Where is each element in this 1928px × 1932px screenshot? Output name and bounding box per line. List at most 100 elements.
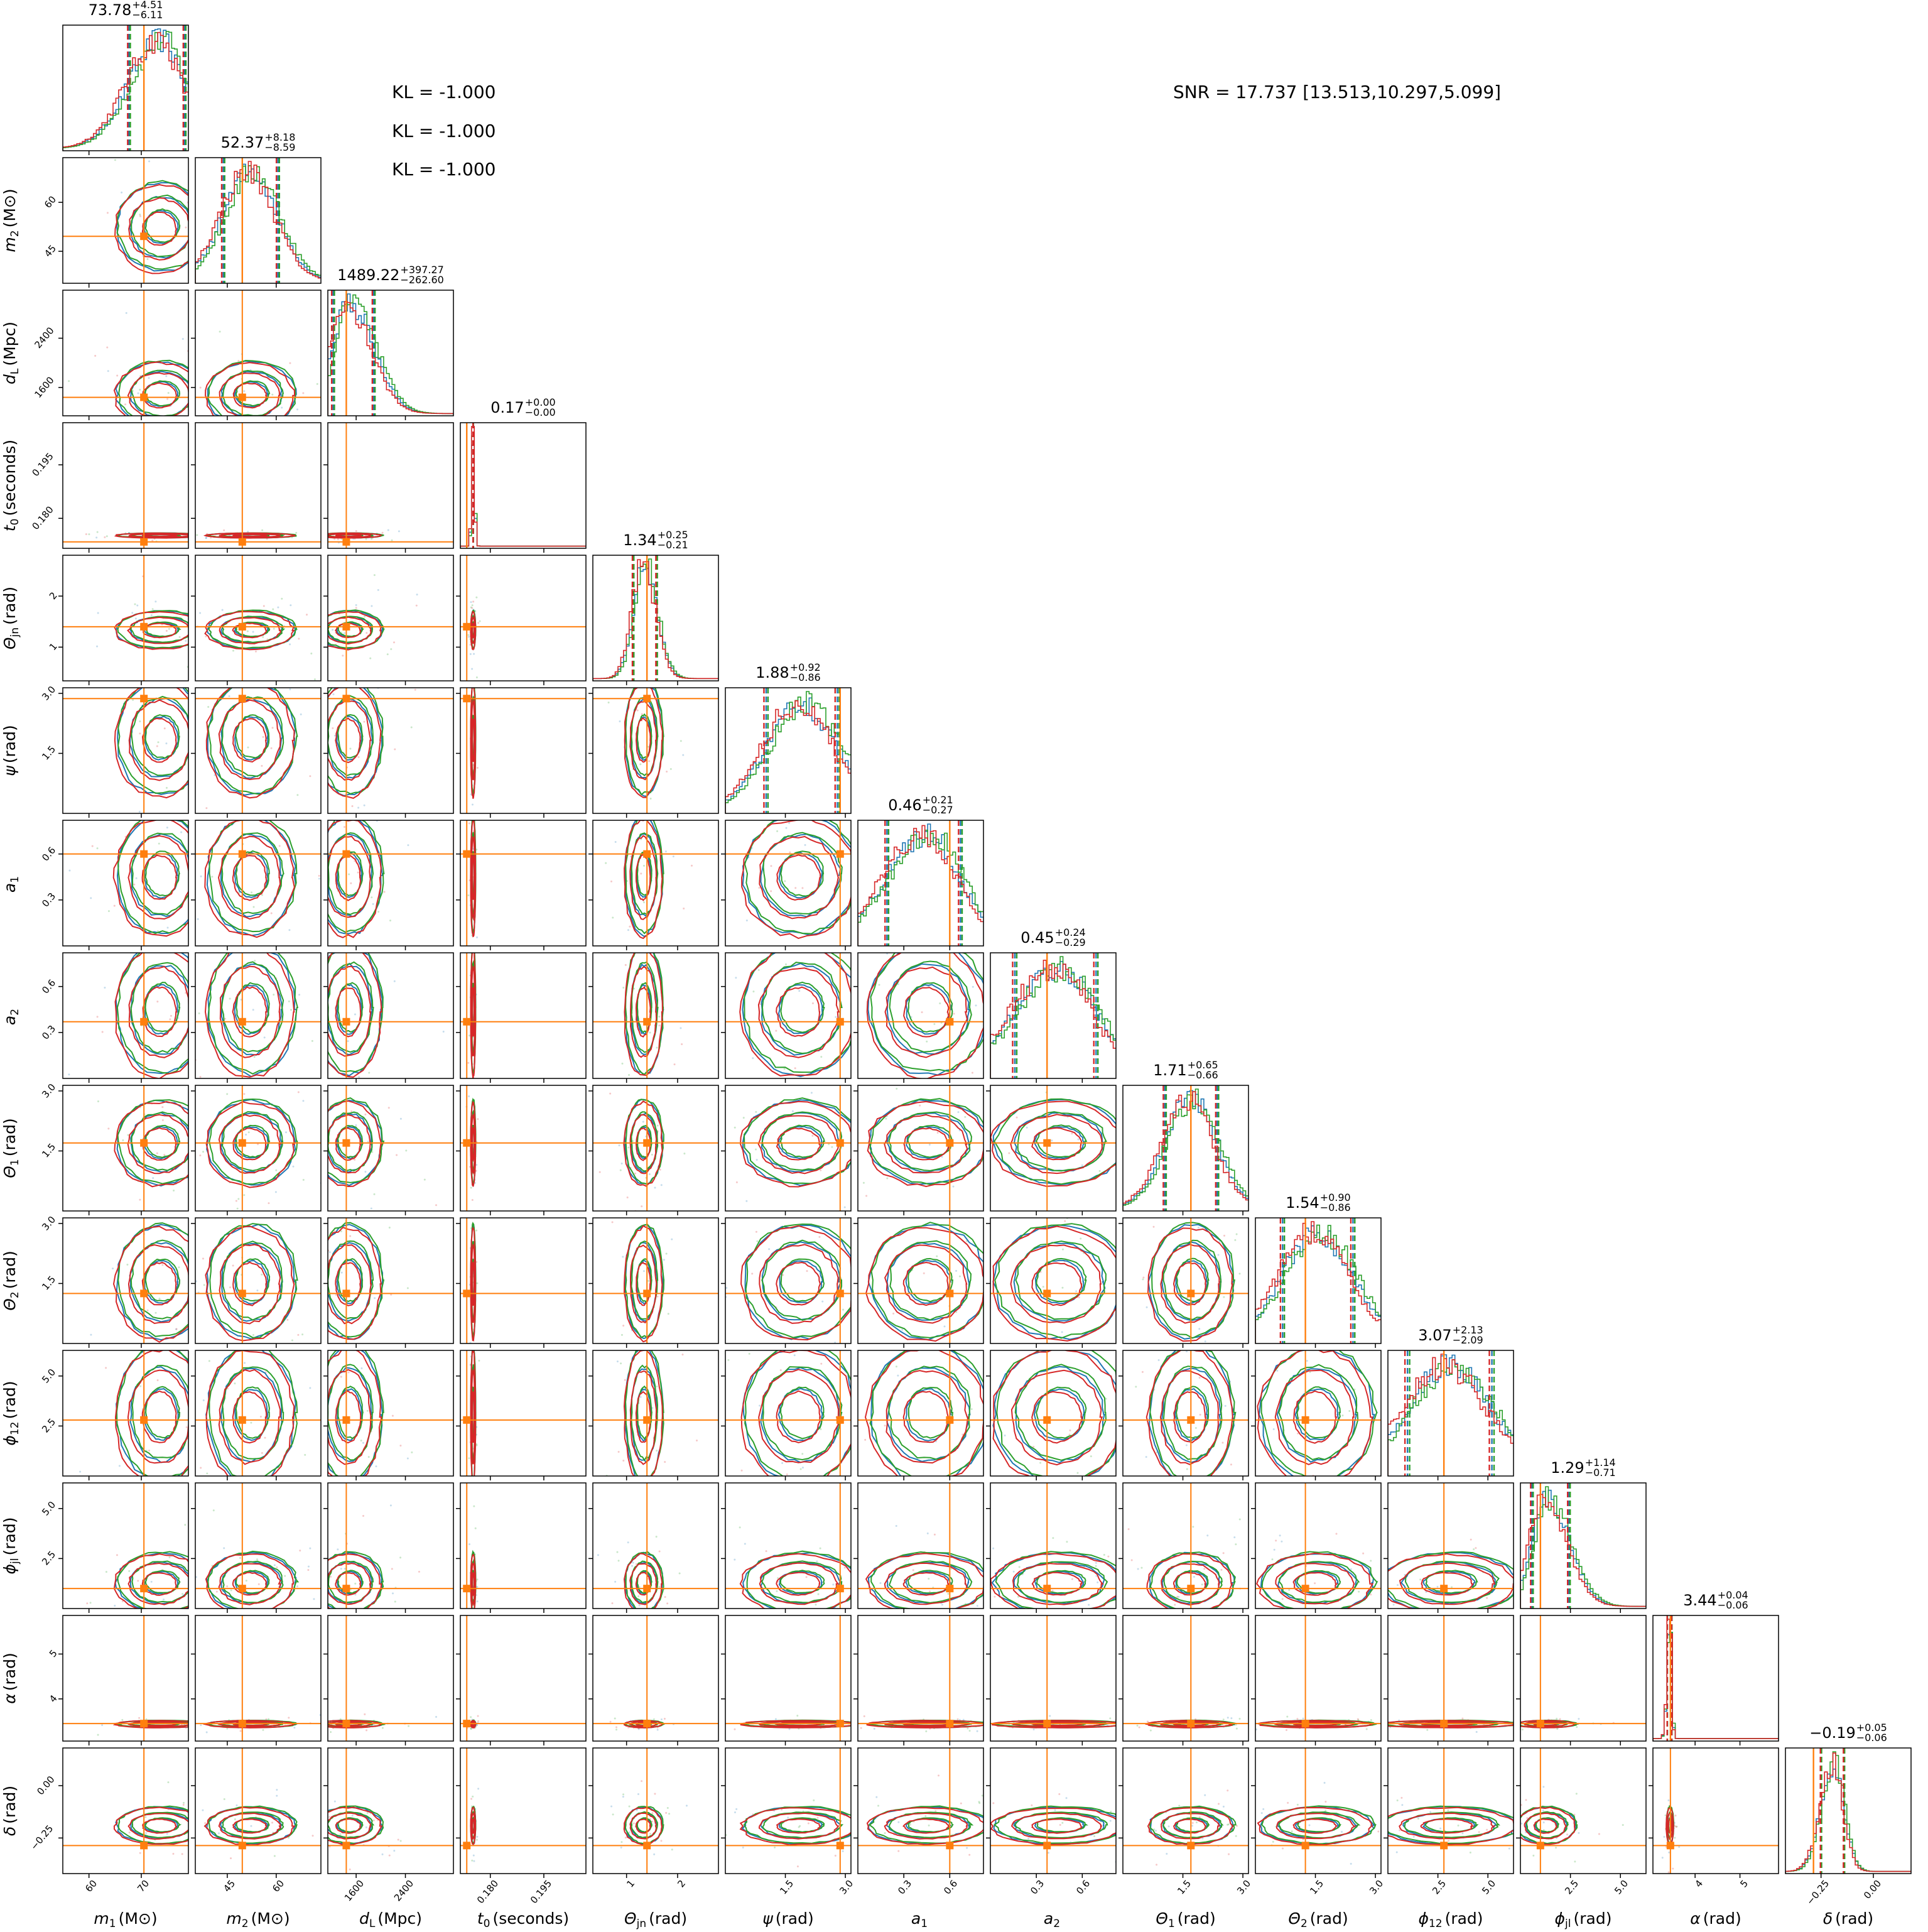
- sample-point: [1064, 1220, 1066, 1222]
- title-plus: +2.13: [1452, 1324, 1483, 1336]
- sample-point: [350, 882, 352, 884]
- sample-point: [230, 655, 232, 657]
- sample-point: [1223, 1234, 1225, 1237]
- histogram-posterior-2: [990, 956, 1116, 1078]
- sample-point: [313, 1580, 315, 1582]
- sample-point: [371, 1151, 374, 1153]
- contour-panel: [328, 1085, 453, 1211]
- sample-point: [271, 1609, 273, 1611]
- sample-point: [253, 1056, 256, 1058]
- sample-point: [204, 1822, 207, 1825]
- sample-point: [1253, 1381, 1255, 1383]
- sample-point: [390, 648, 393, 651]
- sample-point: [644, 950, 646, 952]
- sample-point: [154, 600, 157, 603]
- histogram-title: 0.17+0.00−0.00: [490, 398, 555, 418]
- sample-point: [660, 1840, 663, 1842]
- sample-point: [1664, 1814, 1667, 1816]
- contour-posterior-3: [218, 699, 281, 781]
- axis-label-symbol: Θ: [1156, 1909, 1168, 1928]
- sample-point: [474, 1527, 477, 1529]
- sample-point: [225, 1507, 227, 1509]
- contour-posterior-3: [335, 1572, 362, 1596]
- panel-frame: [195, 687, 322, 814]
- contour-posterior-3: [219, 1244, 281, 1325]
- sample-point: [1417, 1817, 1419, 1820]
- sample-point: [1198, 1816, 1201, 1818]
- truth-marker: [140, 622, 148, 631]
- sample-point: [104, 986, 106, 989]
- sample-point: [299, 767, 301, 769]
- sample-point: [940, 1361, 942, 1363]
- sample-point: [924, 1815, 927, 1818]
- sample-point: [366, 632, 368, 634]
- contour-panel: [295, 555, 453, 681]
- sample-point: [1011, 1815, 1013, 1817]
- sample-point: [1370, 1560, 1372, 1562]
- sample-point: [804, 844, 806, 846]
- contour-panel: [858, 1028, 983, 1211]
- sample-point: [468, 1333, 470, 1335]
- sample-point: [1198, 1377, 1201, 1379]
- histogram-panel: [1388, 1350, 1514, 1476]
- sample-point: [289, 1551, 291, 1553]
- sample-point: [166, 398, 169, 400]
- histogram-posterior-3: [593, 559, 718, 681]
- contour-posterior-3: [219, 965, 281, 1058]
- sample-point: [1013, 1834, 1015, 1836]
- sample-point: [151, 540, 154, 542]
- sample-point: [926, 1028, 928, 1030]
- sample-point: [261, 764, 263, 767]
- sample-point: [703, 1461, 705, 1463]
- contour-posterior-3: [141, 1261, 177, 1306]
- contour-posterior-3: [1145, 1350, 1233, 1476]
- contour-posterior-3: [990, 1808, 1116, 1845]
- sample-point: [297, 1091, 300, 1094]
- sample-point: [208, 1604, 210, 1606]
- panel-frame: [62, 555, 189, 681]
- contour-posterior-3: [629, 1812, 657, 1840]
- contour-posterior-3: [1388, 1806, 1514, 1845]
- sample-point: [324, 379, 326, 381]
- sample-point: [472, 1795, 474, 1798]
- contour-posterior-3: [141, 854, 177, 900]
- sample-point: [125, 312, 127, 314]
- panel-frame: [62, 952, 189, 1079]
- sample-point: [598, 1171, 601, 1173]
- sample-point: [295, 614, 296, 616]
- sample-point: [1272, 1840, 1274, 1843]
- title-median: 1.71: [1153, 1061, 1187, 1079]
- histogram-posterior-3: [1520, 1494, 1646, 1609]
- sample-point: [619, 1169, 622, 1171]
- sample-point: [295, 1485, 297, 1487]
- sample-point: [168, 1556, 171, 1558]
- sample-point: [134, 603, 136, 605]
- contour-posterior-3: [1292, 1818, 1338, 1834]
- contour-panel: [195, 1748, 321, 1874]
- sample-point: [382, 1494, 384, 1496]
- sample-point: [473, 1860, 475, 1862]
- contour-posterior-3: [740, 1350, 851, 1476]
- sample-point: [1016, 1188, 1018, 1190]
- contour-posterior-2: [779, 1817, 825, 1833]
- sample-point: [357, 1186, 359, 1188]
- sample-point: [886, 1177, 889, 1180]
- contour-posterior-3: [884, 1812, 968, 1840]
- contour-posterior-3: [470, 1812, 476, 1840]
- sample-point: [1340, 1628, 1341, 1630]
- contour-posterior-3: [471, 622, 475, 639]
- sample-point: [1222, 1805, 1225, 1808]
- contour-panel: [725, 1615, 851, 1741]
- sample-point: [1173, 1485, 1175, 1487]
- sample-point: [1559, 1718, 1561, 1720]
- axis-label-symbol: m: [1, 237, 19, 252]
- sample-point: [212, 1509, 215, 1512]
- y-axis-label: ψ(rad): [1, 725, 23, 776]
- sample-point: [1110, 1810, 1112, 1813]
- sample-point: [107, 910, 110, 913]
- sample-point: [984, 1727, 986, 1728]
- sample-point: [156, 930, 159, 933]
- sample-point: [1578, 1718, 1580, 1720]
- histogram-posterior-2: [1785, 1751, 1911, 1874]
- sample-point: [101, 1031, 104, 1033]
